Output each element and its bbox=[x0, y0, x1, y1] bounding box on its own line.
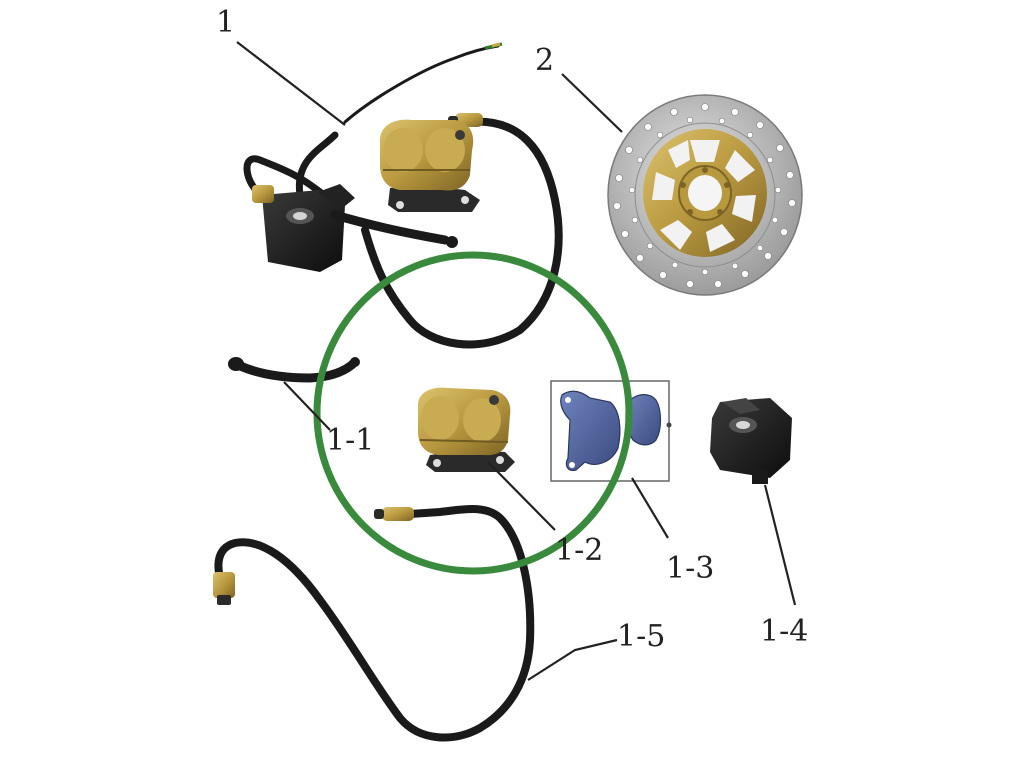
brake-disc bbox=[607, 94, 803, 296]
label-part-1-3: 1-3 bbox=[666, 551, 714, 586]
part-1-3-brake-pads bbox=[550, 380, 672, 482]
green-circle-highlight bbox=[313, 251, 633, 575]
part-1-4-master-cylinder bbox=[710, 398, 792, 484]
label-part-1: 1 bbox=[216, 5, 235, 40]
label-part-1-2: 1-2 bbox=[555, 533, 603, 568]
master-cylinder-top bbox=[252, 184, 458, 272]
part-1-2-caliper bbox=[418, 387, 515, 472]
part-1-1-hose bbox=[228, 357, 360, 383]
label-part-2: 2 bbox=[535, 43, 554, 78]
part-1-5-hose bbox=[213, 505, 535, 742]
label-part-1-4: 1-4 bbox=[760, 614, 808, 649]
caliper-top bbox=[380, 119, 480, 212]
label-part-1-5: 1-5 bbox=[617, 619, 665, 654]
leader-lines bbox=[236, 41, 797, 681]
label-part-1-1: 1-1 bbox=[326, 423, 374, 458]
assembly-1-hoses bbox=[243, 42, 563, 349]
